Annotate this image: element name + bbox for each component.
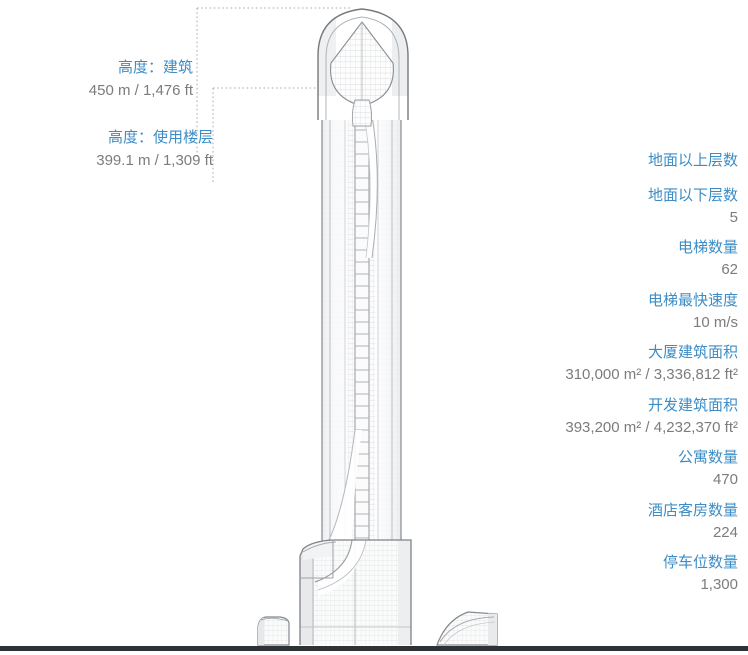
- leader-lines: [196, 7, 352, 182]
- stat-tower-floor-area: 大厦建筑面积 310,000 m² / 3,336,812 ft²: [408, 342, 738, 386]
- stat-development-floor-area: 开发建筑面积 393,200 m² / 4,232,370 ft²: [408, 395, 738, 439]
- callout-label: 高度：建筑: [117, 59, 193, 76]
- callout-height-architectural: 高度：建筑 450 m / 1,476 ft: [0, 58, 193, 102]
- stat-value: 224: [712, 523, 738, 541]
- callout-value: 450 m / 1,476 ft: [88, 82, 193, 100]
- stat-floors-below-ground: 地面以下层数 5: [408, 185, 738, 229]
- annex-building-left: [257, 616, 290, 646]
- stat-parking-space-count: 停车位数量 1,300: [408, 552, 738, 596]
- stat-label: 停车位数量: [662, 554, 738, 572]
- stat-floors-above-ground: 地面以上层数: [408, 150, 738, 176]
- podium: [299, 539, 412, 645]
- ground-line: [0, 646, 748, 651]
- stat-label: 地面以下层数: [647, 186, 738, 204]
- callout-value: 399.1 m / 1,309 ft: [96, 152, 213, 170]
- stat-label: 地面以上层数: [647, 152, 738, 169]
- tower-shaft: [321, 36, 402, 560]
- stat-elevator-count: 电梯数量 62: [408, 237, 738, 281]
- stat-value: 5: [729, 208, 738, 226]
- stat-value: 10 m/s: [692, 313, 738, 331]
- stat-label: 酒店客房数量: [647, 501, 738, 519]
- callout-label: 高度：使用楼层: [107, 129, 213, 146]
- stat-value: 310,000 m² / 3,336,812 ft²: [565, 366, 738, 383]
- stat-hotel-room-count: 酒店客房数量 224: [408, 500, 738, 544]
- stat-label: 电梯数量: [677, 239, 738, 257]
- stat-label: 公寓数量: [677, 449, 738, 467]
- building-stats-panel: 地面以上层数 地面以下层数 5 电梯数量 62 电梯最快速度 10 m/s 大厦…: [408, 150, 738, 605]
- stat-value: 470: [712, 471, 738, 488]
- stat-label: 大厦建筑面积: [647, 344, 738, 362]
- stat-value: 62: [721, 261, 738, 278]
- stat-elevator-top-speed: 电梯最快速度 10 m/s: [408, 290, 738, 334]
- stat-value: 393,200 m² / 4,232,370 ft²: [565, 418, 738, 436]
- stat-value: 1,300: [700, 576, 738, 593]
- callout-height-occupied: 高度：使用楼层 399.1 m / 1,309 ft: [0, 128, 213, 172]
- annex-building-right: [436, 611, 498, 646]
- stat-label: 开发建筑面积: [647, 396, 738, 414]
- stat-label: 电梯最快速度: [647, 291, 738, 309]
- stat-apartment-count: 公寓数量 470: [408, 447, 738, 491]
- tower-crown: [317, 8, 409, 127]
- stat-value: [408, 172, 738, 176]
